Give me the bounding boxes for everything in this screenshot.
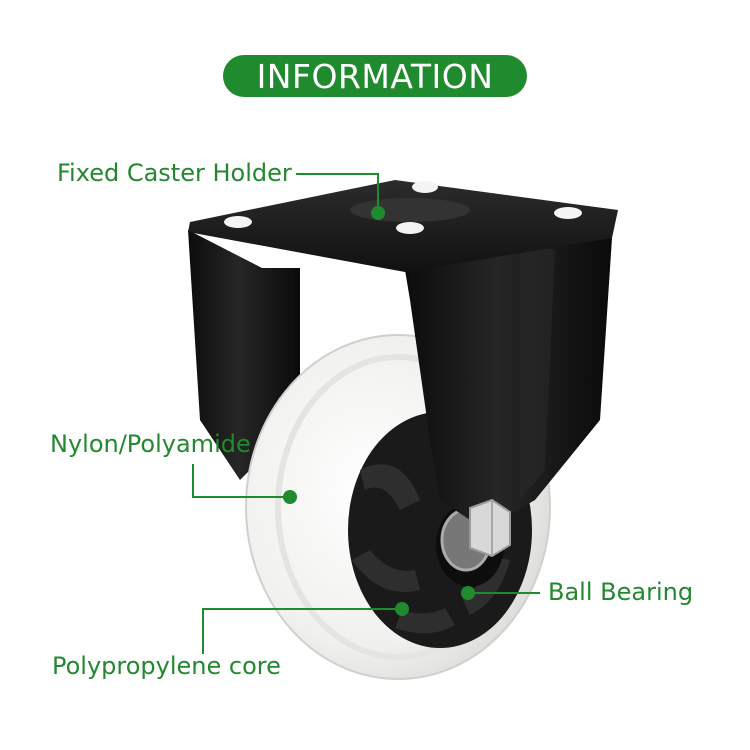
plate-hole xyxy=(224,216,252,228)
callout-line-holder xyxy=(296,173,379,213)
label-nylon-polyamide: Nylon/Polyamide xyxy=(50,430,251,458)
information-title: INFORMATION xyxy=(256,56,494,96)
information-header: INFORMATION xyxy=(223,55,527,97)
bracket-right-leg xyxy=(405,235,612,520)
plate-hole xyxy=(396,222,424,234)
label-polypropylene-core: Polypropylene core xyxy=(52,652,281,680)
axle-bolt xyxy=(469,498,511,558)
plate-hole xyxy=(412,181,438,193)
callout-dot-holder xyxy=(371,206,385,220)
hub-spokes xyxy=(352,464,510,634)
plate-hole xyxy=(554,207,582,219)
callout-line-core xyxy=(202,608,402,654)
callout-dot-ball xyxy=(461,586,475,600)
callout-line-nylon xyxy=(192,464,290,498)
label-ball-bearing: Ball Bearing xyxy=(548,578,694,606)
callout-dot-core xyxy=(395,602,409,616)
callout-dot-nylon xyxy=(283,490,297,504)
label-fixed-caster-holder: Fixed Caster Holder xyxy=(57,159,292,187)
